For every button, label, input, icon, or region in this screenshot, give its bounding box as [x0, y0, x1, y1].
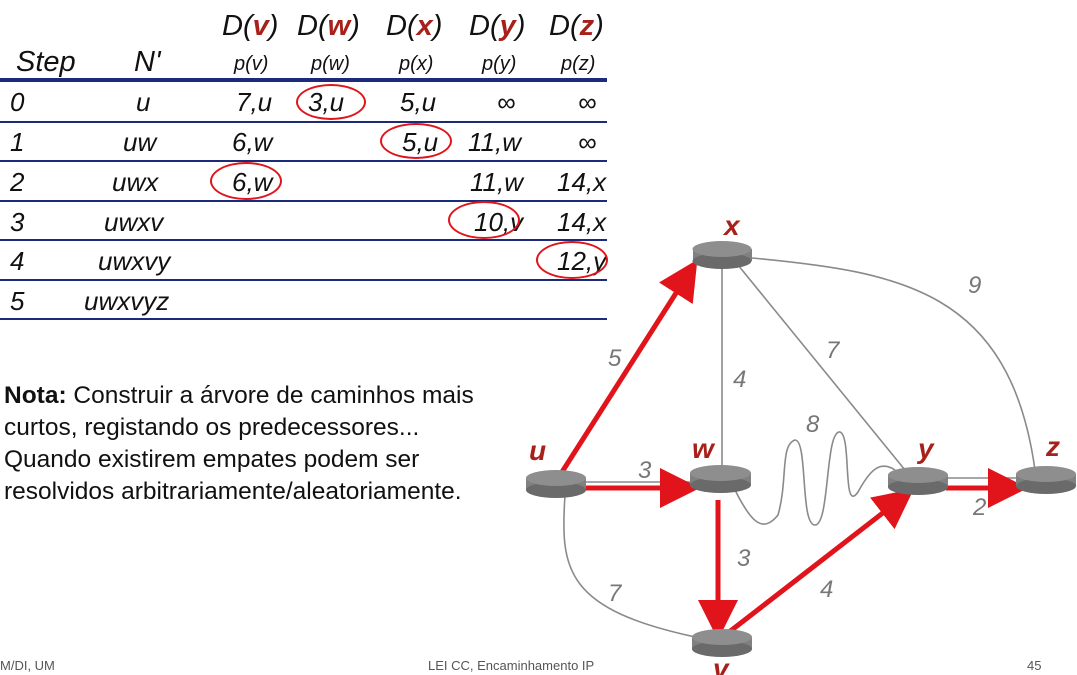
weight-x-w: 4: [733, 366, 746, 393]
row-2-n: uwx: [112, 167, 159, 197]
row-rule: [0, 279, 607, 281]
row-5-step: 5: [10, 286, 25, 316]
router-w-icon: [690, 465, 751, 493]
header-px: p(x): [399, 53, 434, 75]
selected-ring: [448, 201, 520, 239]
link-x-y: [737, 264, 906, 471]
row-4-step: 4: [10, 246, 25, 276]
node-label-z: z: [1045, 431, 1060, 462]
router-x-icon: [692, 241, 752, 269]
path-u-x: [559, 259, 698, 474]
node-label-u: u: [529, 435, 546, 466]
row-2-step: 2: [10, 167, 25, 197]
row-0-x: 5,u: [400, 87, 437, 117]
weight-w-y: 8: [806, 411, 820, 438]
row-rule: [0, 160, 607, 162]
link-u-v: [563, 494, 701, 639]
row-0-y: ∞: [497, 87, 516, 117]
path-v-y: [722, 488, 914, 638]
row-4-n: uwxvy: [98, 246, 171, 276]
header-dw: D(w): [297, 10, 360, 42]
row-rule: [0, 318, 607, 320]
weight-u-w: 3: [638, 457, 652, 484]
header-dy: D(y): [469, 10, 526, 42]
row-3-step: 3: [10, 207, 25, 237]
router-z-icon: [1016, 466, 1076, 494]
weight-x-z: 9: [968, 272, 981, 299]
row-rule: [0, 200, 607, 202]
node-label-y: y: [916, 433, 935, 464]
row-0-v: 7,u: [236, 87, 273, 117]
header-dv: D(v): [222, 10, 279, 42]
row-3-n: uwxv: [104, 207, 164, 237]
link-x-z: [751, 257, 1036, 471]
footer-left: M/DI, UM: [0, 658, 55, 673]
node-label-w: w: [692, 433, 716, 464]
row-5-n: uwxvyz: [84, 286, 170, 316]
note-body: Construir a árvore de caminhos mais curt…: [4, 382, 474, 505]
link-w-y-wiggle: [734, 431, 896, 526]
row-0-z: ∞: [578, 87, 597, 117]
weight-x-y: 7: [826, 337, 841, 364]
row-1-z: ∞: [578, 127, 597, 157]
weight-w-v: 3: [737, 545, 751, 572]
node-label-x: x: [722, 210, 741, 241]
row-1-y: 11,w: [468, 127, 521, 157]
header-n-prime: N': [134, 46, 161, 78]
router-v-icon: [692, 629, 752, 657]
row-1-v: 6,w: [232, 127, 273, 157]
selected-ring: [296, 84, 366, 120]
footer-center: LEI CC, Encaminhamento IP: [428, 658, 595, 673]
row-2-z: 14,x: [557, 167, 607, 197]
row-0-n: u: [136, 87, 151, 117]
header-dz: D(z): [549, 10, 604, 42]
note-text: Nota: Construir a árvore de caminhos mai…: [4, 380, 474, 508]
page-number: 45: [1027, 658, 1042, 673]
selected-ring: [380, 123, 452, 159]
row-2-y: 11,w: [470, 167, 523, 197]
weight-u-x: 5: [608, 345, 622, 372]
row-3-z: 14,x: [557, 207, 607, 237]
node-label-v: v: [713, 653, 730, 675]
row-1-n: uw: [123, 127, 157, 157]
header-step: Step: [16, 46, 76, 78]
weight-y-z: 2: [972, 494, 986, 521]
row-rule: [0, 121, 607, 123]
header-rule: [0, 78, 607, 82]
weight-v-y: 4: [820, 576, 833, 603]
selected-ring: [536, 241, 608, 279]
header-pz: p(z): [561, 53, 596, 75]
row-1-step: 1: [10, 127, 25, 157]
row-rule: [0, 239, 607, 241]
header-pw: p(w): [311, 53, 350, 75]
note-bold: Nota:: [4, 382, 67, 409]
selected-ring: [210, 162, 282, 200]
header-dx: D(x): [386, 10, 443, 42]
header-pv: p(v): [234, 53, 269, 75]
header-py: p(y): [482, 53, 517, 75]
weight-u-v: 7: [608, 580, 623, 607]
router-y-icon: [888, 467, 948, 495]
router-u-icon: [526, 470, 586, 498]
row-0-step: 0: [10, 87, 25, 117]
dijkstra-table: D(v) D(w) D(x) D(y) D(z) Step N' p(v) p(…: [0, 0, 612, 330]
